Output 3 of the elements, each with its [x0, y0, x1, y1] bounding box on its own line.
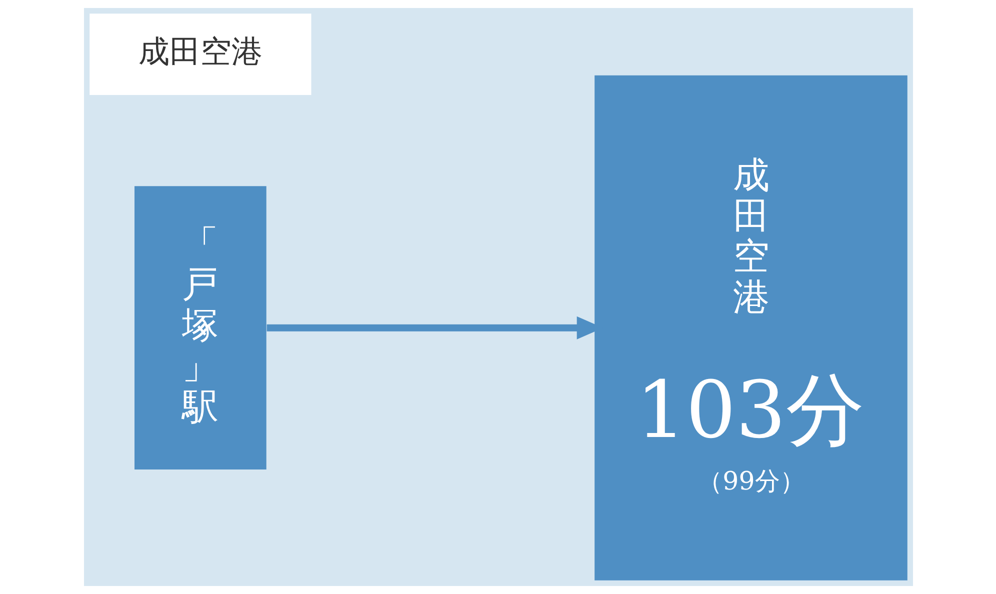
node-box: 成田空港 103分 （99分） [594, 75, 907, 580]
node-box: 成田空港 [89, 14, 311, 95]
node-box: 「戸塚」駅 [134, 186, 266, 470]
